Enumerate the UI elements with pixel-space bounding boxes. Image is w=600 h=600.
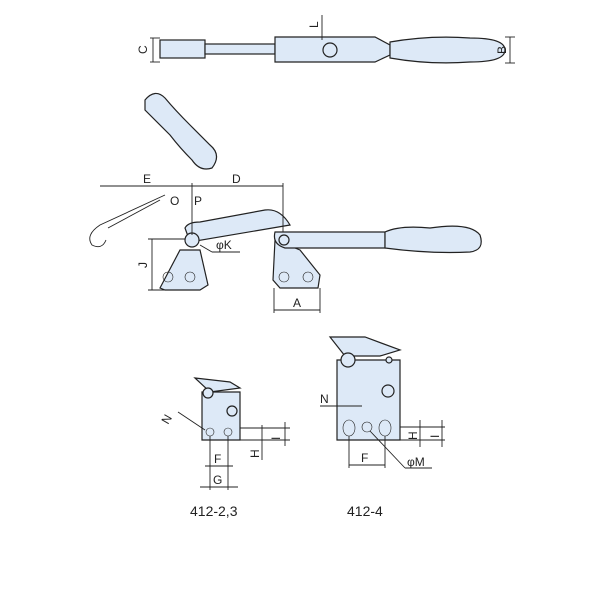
variant-412-2-3: F G N H I 412-2,3: [158, 377, 290, 519]
caption-412-4: 412-4: [347, 503, 383, 519]
handle: [384, 225, 482, 254]
base-right: [272, 239, 321, 289]
top-view: C L B: [136, 15, 515, 64]
dim-label-l: L: [307, 21, 321, 28]
dim-label-i: I: [269, 437, 283, 440]
dim-line: [369, 430, 406, 469]
dim-label-f: F: [214, 452, 221, 466]
caption-412-2-3: 412-2,3: [190, 503, 238, 519]
dim-label-j: J: [136, 262, 150, 268]
dim-label-k: φK: [216, 238, 232, 252]
mount-hole: [184, 271, 196, 283]
dim-label-m: φM: [407, 455, 425, 469]
base-plate: [336, 359, 401, 441]
hole: [381, 384, 395, 398]
top-rod: [204, 43, 276, 55]
variant-412-4: N F φM H I 412-4: [320, 336, 445, 519]
lever: [273, 231, 386, 249]
dim-label-a: A: [293, 296, 301, 310]
hook-arm: [184, 209, 291, 243]
dim-label-h: H: [248, 449, 262, 458]
dim-label-o: O: [170, 194, 179, 208]
hole: [226, 405, 238, 417]
dim-label-f2: F: [361, 451, 368, 465]
top-handle: [389, 36, 506, 64]
top-clevis: [159, 39, 206, 59]
mount-hole: [302, 271, 314, 283]
pivot: [202, 387, 214, 399]
hook: [89, 194, 166, 248]
pivot: [340, 352, 356, 368]
dim-label-e: E: [143, 172, 151, 186]
dim-label-n: N: [158, 412, 174, 427]
handle-grip-detail: [144, 92, 218, 170]
dim-line: [177, 411, 206, 431]
dim-label-n2: N: [320, 392, 329, 406]
arm: [193, 377, 242, 393]
dim-label-g: G: [213, 473, 222, 487]
hole-m: [361, 421, 373, 433]
dim-label-d: D: [232, 172, 241, 186]
pivot: [278, 234, 290, 246]
side-view: E D O P φK J A: [89, 172, 482, 313]
dim-line: [199, 244, 213, 253]
dim-label-b: B: [495, 46, 509, 54]
small-hole: [385, 356, 393, 364]
top-pivot: [322, 42, 338, 58]
dim-label-i2: I: [428, 435, 442, 438]
base-left: [159, 249, 209, 291]
dim-label-h2: H: [406, 431, 420, 440]
mount-hole: [278, 271, 290, 283]
arm: [328, 336, 402, 357]
dim-label-c: C: [136, 45, 150, 54]
pivot-k: [184, 232, 200, 248]
mount-hole: [162, 271, 174, 283]
dim-label-p: P: [194, 194, 202, 208]
hook-line: [107, 199, 161, 229]
